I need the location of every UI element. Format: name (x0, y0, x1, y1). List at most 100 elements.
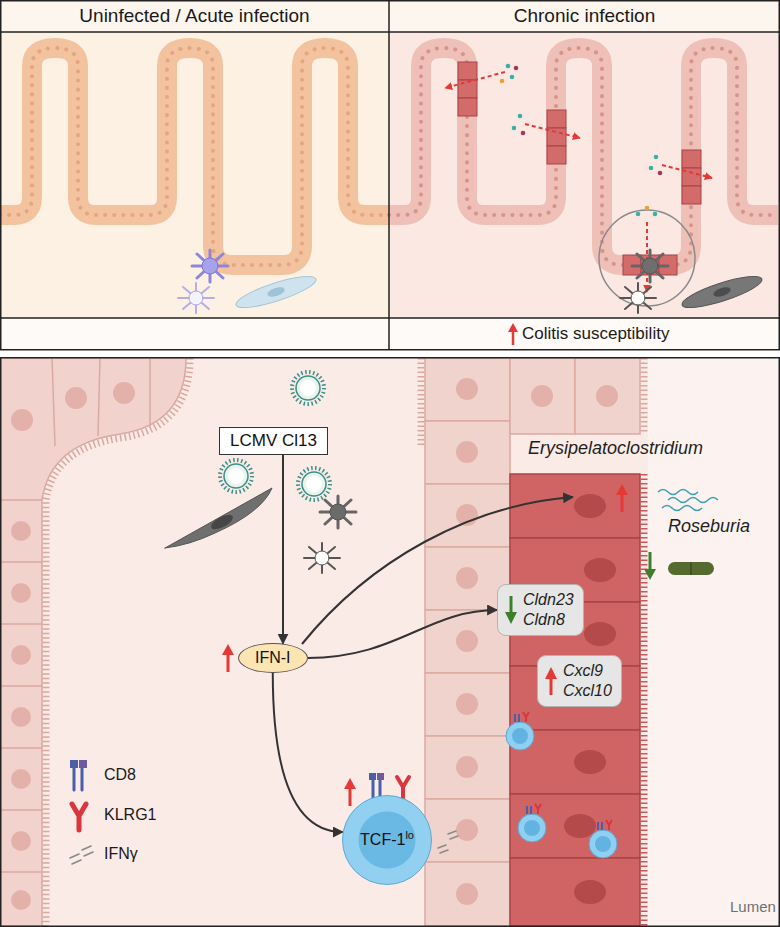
legend-icon (79, 760, 87, 768)
connectors (273, 455, 497, 832)
right-epithelium (425, 484, 510, 547)
immune-cells-top (178, 283, 214, 313)
cd8-t-cell (606, 820, 612, 830)
infected-cells (165, 488, 272, 548)
cytokine-oval: IFN-I (238, 643, 308, 673)
bottom-panel (0, 357, 780, 927)
legend-icon (70, 760, 78, 768)
top-panels (0, 0, 780, 32)
villus-tissue (389, 48, 778, 265)
bacteria-dot (649, 166, 654, 171)
bacteria-rod (690, 562, 692, 575)
legend-icon (70, 760, 93, 864)
right-epithelium (574, 750, 606, 774)
right-epithelium (456, 819, 478, 841)
translocation-arrow (445, 72, 712, 292)
legend-icon (72, 804, 86, 830)
translocation-arrow (445, 72, 505, 88)
right-epithelium (456, 441, 478, 463)
cd8-t-cell (506, 722, 534, 750)
virus-particle (228, 468, 244, 484)
gene-box: Cxcl9 Cxcl10 (537, 655, 622, 707)
immune-cells-top (632, 250, 668, 282)
panel-borders (388, 0, 390, 350)
taxon-label: Roseburia (668, 516, 750, 537)
cd8-t-cell (515, 714, 519, 722)
legend-text: IFNγ (104, 845, 138, 863)
cd8-t-cell (523, 712, 529, 722)
infected-cells (304, 543, 340, 573)
right-epithelium (510, 474, 640, 538)
virus-particle (296, 376, 320, 400)
node-text: Colitis susceptibility (389, 318, 780, 350)
cd8-t-cell (518, 804, 546, 842)
connector-arrow (273, 673, 343, 832)
right-epithelium (574, 494, 606, 518)
translocation-arrow (662, 165, 712, 178)
right-epithelium (510, 474, 640, 926)
top-panels (0, 318, 780, 350)
infected-cells (320, 496, 356, 528)
superscript-text: lo (405, 829, 414, 841)
node-text: Chronic infection (389, 0, 780, 27)
right-epithelium (584, 558, 616, 582)
node-text: Cxcl9 Cxcl10 (563, 661, 612, 701)
bacteria-dot (658, 171, 663, 176)
bacteria-dot (654, 155, 659, 160)
immune-cells-top (178, 250, 765, 314)
infected-cells (304, 543, 340, 573)
damaged-cells (547, 128, 566, 146)
bacteria-dot (512, 126, 517, 131)
bacteria-dot (500, 64, 663, 217)
damaged-cells (682, 150, 701, 168)
panel-borders (1, 1, 780, 350)
left-epithelium (11, 583, 31, 603)
immune-cells-top (192, 250, 228, 282)
immune-cells-top (632, 250, 668, 282)
immune-cells-top (192, 250, 228, 282)
bottom-panel-border (1, 358, 780, 927)
t-cell-circle: TCF-1lo (342, 795, 432, 885)
tcf-receptors (369, 773, 376, 780)
virus-particle (298, 468, 330, 500)
damaged-cells (547, 146, 566, 164)
right-epithelium (425, 799, 510, 862)
right-epithelium (641, 358, 648, 434)
left-epithelium (11, 409, 33, 431)
bacteria-dot (521, 131, 526, 136)
left-epithelium (11, 707, 31, 727)
right-epithelium (456, 693, 478, 715)
right-epithelium (456, 756, 478, 778)
bacteria-dot (645, 206, 650, 211)
immune-cells-top (642, 258, 658, 274)
bacteria-dot (510, 75, 515, 80)
up-arrow-icon (616, 484, 628, 495)
translocation-arrow (646, 222, 648, 292)
top-panels (389, 0, 780, 350)
right-epithelium (574, 880, 606, 904)
virus-particle (306, 476, 322, 492)
left-epithelium (113, 382, 135, 404)
bacteria-icon (668, 498, 718, 503)
cd8-t-cell (589, 830, 617, 858)
virus-particle (292, 372, 324, 404)
down-arrow-icon (644, 569, 656, 580)
outcome-band: Colitis susceptibility (389, 318, 780, 350)
left-epithelium (11, 831, 31, 851)
region-label: Lumen (730, 898, 776, 915)
right-epithelium (641, 474, 648, 926)
virus-box: LCMV Cl13 (219, 427, 328, 455)
top-panels (0, 0, 389, 350)
infected-cells (320, 496, 356, 528)
up-arrow-icon (512, 330, 515, 345)
left-epithelium (0, 358, 186, 926)
right-epithelium (456, 630, 478, 652)
right-epithelium (596, 385, 618, 407)
cd8-t-cell (527, 806, 531, 814)
immune-cells-top (679, 270, 764, 313)
villus-tissue (0, 48, 389, 265)
damaged-cells (458, 62, 477, 80)
node-text: Cldn23 Cldn8 (523, 590, 574, 630)
villus-tissue (0, 48, 389, 265)
